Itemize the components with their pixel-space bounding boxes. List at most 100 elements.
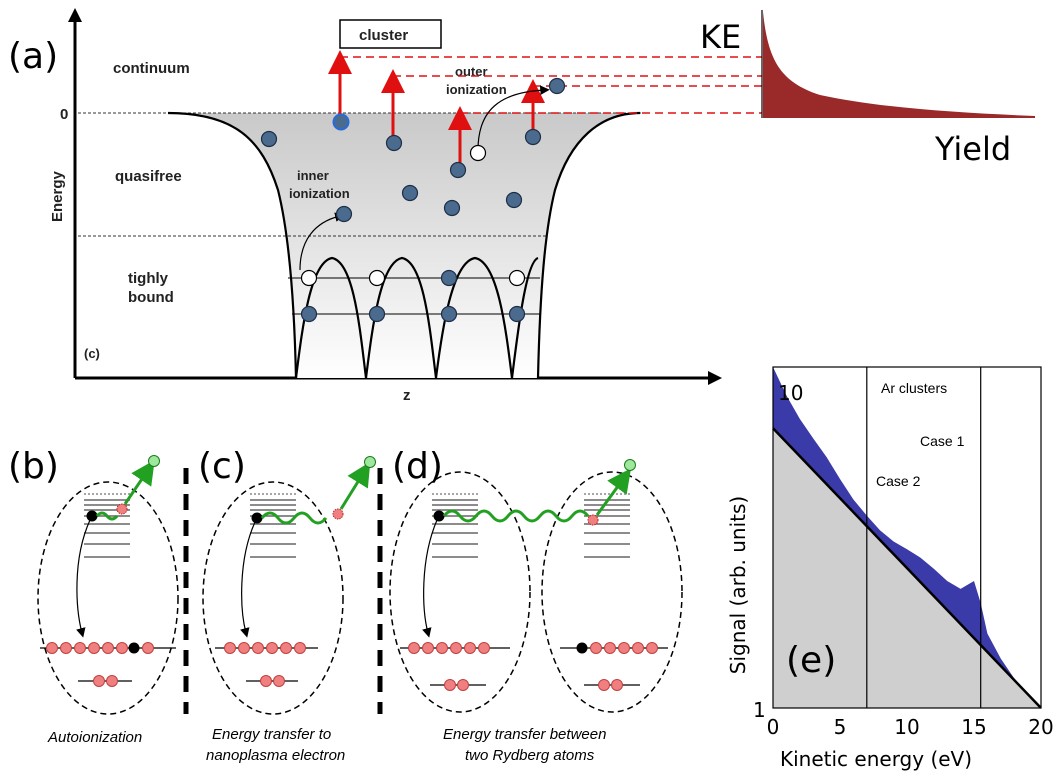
- cluster-label: cluster: [359, 27, 408, 44]
- well-right-wall: [536, 111, 641, 379]
- core-atoms-d2: [590, 642, 658, 654]
- panel-e-label: (e): [786, 640, 836, 681]
- core-atom: [598, 679, 610, 691]
- electrons: [260, 77, 566, 323]
- green-arrow-d: [595, 468, 632, 516]
- core-atom: [106, 675, 118, 687]
- panel-c-caption-1: Energy transfer to: [212, 726, 331, 743]
- panel-a-sublabel: (c): [84, 346, 100, 361]
- outer-ionization-label-2: ionization: [446, 82, 507, 97]
- green-arrow-b: [123, 460, 155, 505]
- x-axis-label: Kinetic energy (eV): [780, 747, 972, 771]
- tightly-bound-label-2: bound: [128, 289, 174, 306]
- panel-b-label: (b): [8, 446, 59, 487]
- core-hole-d: [576, 642, 588, 654]
- energy-axis-arrowhead: [68, 8, 82, 22]
- excited-electron-d: [433, 510, 445, 522]
- electron: [401, 184, 419, 202]
- core-atoms-d1: [408, 642, 490, 654]
- rydberg-levels-c: [250, 499, 296, 558]
- inner-ionization-label-1: inner: [297, 168, 329, 183]
- rydberg-levels-d2: [584, 499, 630, 558]
- cluster-box: [339, 19, 442, 49]
- atom-potential-3: [434, 256, 514, 379]
- panel-c: (c) Energy transfer to nanoplasma electr…: [198, 446, 376, 764]
- emitted-electron-b: [148, 455, 160, 467]
- core-atom: [260, 675, 272, 687]
- panel-d-caption-1: Energy transfer between: [443, 726, 606, 743]
- yield-distribution: [763, 12, 1035, 118]
- atom-potential-1: [294, 256, 368, 379]
- hole: [368, 269, 386, 287]
- electron: [443, 199, 461, 217]
- wavy-transfer-c: [260, 511, 328, 525]
- target-electron-c: [332, 508, 344, 520]
- target-electron-d: [587, 514, 599, 526]
- case2-label: Case 2: [876, 473, 921, 489]
- excited-electron-b: [86, 510, 98, 522]
- hole: [300, 269, 318, 287]
- core-atoms-c: [224, 642, 306, 654]
- ke-label: KE: [700, 18, 741, 56]
- electron: [300, 305, 318, 323]
- panel-c-label: (c): [198, 446, 246, 487]
- well-left-wall: [167, 111, 298, 379]
- background-line: [772, 427, 1042, 709]
- electron: [505, 191, 523, 209]
- decay-arrow-c: [240, 521, 256, 638]
- tightly-bound-label-1: tighly: [128, 270, 169, 287]
- decay-arrow-b: [76, 519, 91, 638]
- core-atom: [93, 675, 105, 687]
- continuum-label: continuum: [113, 60, 190, 77]
- rydberg-levels-d1: [432, 499, 478, 558]
- electron: [332, 113, 350, 131]
- panel-b-caption: Autoionization: [47, 729, 142, 746]
- atom-ellipse-d1: [389, 471, 531, 713]
- ytick-label: 1: [753, 698, 766, 722]
- atom-ellipse-b: [37, 481, 179, 715]
- xtick-label: 10: [894, 715, 919, 739]
- atom-potential-4: [510, 256, 539, 379]
- case1-label: Case 1: [920, 433, 965, 449]
- xtick-label: 5: [834, 715, 847, 739]
- ytick-label: 10: [778, 381, 803, 405]
- electron: [548, 77, 566, 95]
- zero-energy-label: 0: [60, 106, 68, 123]
- panel-d-label: (d): [392, 446, 443, 487]
- xtick-label: 0: [767, 715, 780, 739]
- hole: [469, 144, 487, 162]
- yield-label: Yield: [934, 130, 1011, 168]
- potential-well-fill: [168, 113, 640, 378]
- electron: [508, 305, 526, 323]
- inner-ionization-label-2: ionization: [289, 186, 350, 201]
- atom-ellipse-c: [202, 481, 344, 715]
- y-axis-label: Signal (arb. units): [726, 496, 750, 674]
- core-atom: [444, 679, 456, 691]
- target-electron-b: [116, 503, 128, 515]
- electron: [449, 161, 467, 179]
- panel-d: (d) E: [389, 446, 683, 764]
- energy-axis-label: Energy: [49, 170, 66, 222]
- electron: [260, 130, 278, 148]
- wavy-transfer-d: [442, 509, 590, 523]
- green-arrow-c: [339, 461, 371, 510]
- electron: [440, 269, 458, 287]
- electron: [440, 305, 458, 323]
- z-axis-label: z: [403, 387, 411, 404]
- xtick-label: 15: [961, 715, 986, 739]
- emitted-electron-c: [364, 456, 376, 468]
- quasifree-label: quasifree: [115, 168, 182, 185]
- ar-clusters-label: Ar clusters: [881, 380, 947, 396]
- spectrum-plot: [772, 367, 1042, 709]
- panel-a: (a) Energy z (c) continuum 0 quasifree t…: [8, 8, 1035, 404]
- inner-ionization-arrow: [299, 212, 345, 271]
- wavy-transfer-b: [95, 511, 119, 521]
- hole: [508, 269, 526, 287]
- core-hole-b: [128, 642, 140, 654]
- core-atom: [273, 675, 285, 687]
- excited-electron-c: [251, 512, 263, 524]
- z-axis-arrowhead: [708, 371, 722, 385]
